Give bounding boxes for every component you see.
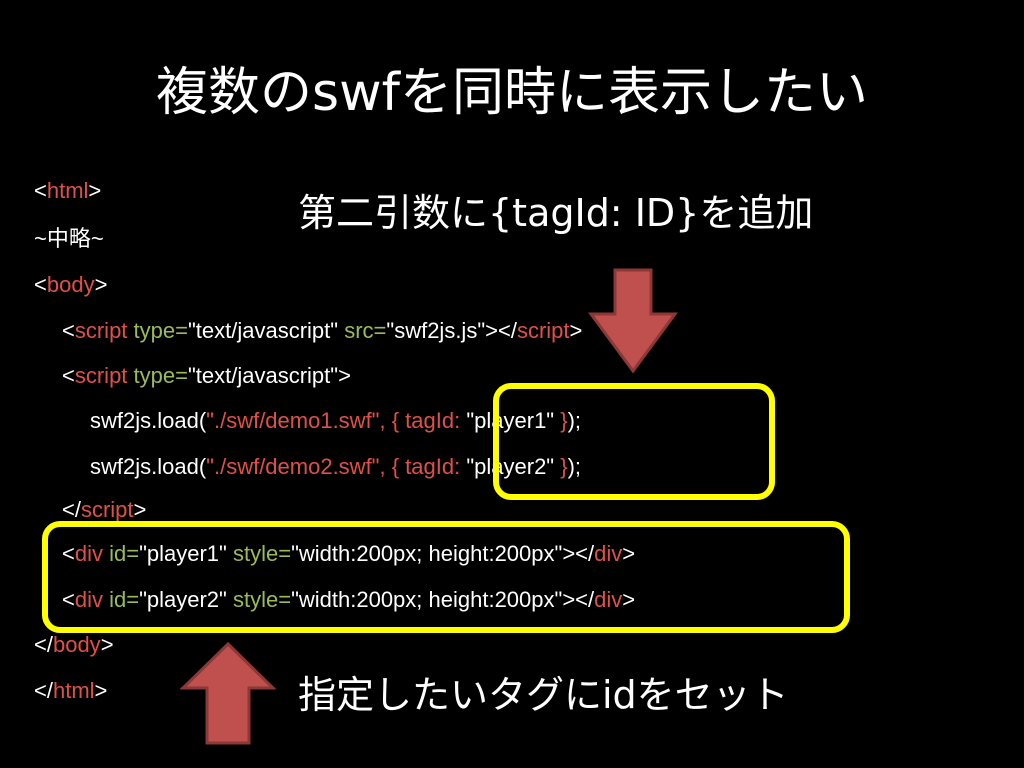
code-token: ></ [562, 587, 595, 612]
code-token: < [62, 541, 75, 566]
code-line-8: </script> [62, 495, 146, 525]
code-value: "width:200px; height:200px" [291, 541, 563, 566]
code-token: > [100, 632, 114, 657]
code-token: > [622, 587, 636, 612]
code-attr: style= [226, 541, 292, 566]
code-line-6: swf2js.load("./swf/demo1.swf", { tagId: … [90, 406, 581, 436]
code-token: ); [567, 408, 582, 433]
code-option: } [554, 454, 568, 479]
callout-bottom: 指定したいタグにidをセット [298, 673, 789, 717]
code-token: ); [567, 454, 582, 479]
highlight-box-tagid [493, 383, 775, 500]
code-value: "text/javascript" [187, 318, 339, 343]
code-token: < [34, 272, 47, 297]
code-attr: style= [226, 587, 292, 612]
code-tag: script [516, 318, 570, 343]
code-token: > [133, 497, 147, 522]
code-line-5: <script type="text/javascript"> [62, 361, 351, 391]
code-value: "player1" [466, 408, 555, 433]
code-value: "width:200px; height:200px" [291, 587, 563, 612]
code-fn: swf2js.load( [90, 454, 207, 479]
code-line-4: <script type="text/javascript" src="swf2… [62, 316, 582, 346]
code-token: > [94, 678, 108, 703]
code-tag: div [74, 587, 103, 612]
code-token: </ [34, 632, 53, 657]
code-tag: div [594, 541, 623, 566]
arrow-down-icon [588, 268, 678, 374]
code-token: < [62, 587, 75, 612]
code-token: < [34, 178, 47, 203]
code-token: > [569, 318, 583, 343]
code-tag: div [594, 587, 623, 612]
code-tag: body [46, 272, 95, 297]
code-line-10: <div id="player2" style="width:200px; he… [62, 585, 635, 615]
code-attr: type= [127, 363, 188, 388]
code-tag: div [74, 541, 103, 566]
code-attr: src= [338, 318, 387, 343]
code-token: ></ [562, 541, 595, 566]
code-tag: script [74, 363, 128, 388]
code-attr: id= [102, 587, 140, 612]
code-value: "player2" [466, 454, 555, 479]
code-value: "player1" [139, 541, 227, 566]
code-token: </ [62, 497, 81, 522]
code-option: , { tagId: [379, 454, 467, 479]
code-value: "swf2js.js"> [386, 318, 498, 343]
code-line-3: <body> [34, 270, 107, 300]
code-tag: script [74, 318, 128, 343]
code-option: } [554, 408, 568, 433]
code-line-1: <html> [34, 176, 101, 206]
code-line-9: <div id="player1" style="width:200px; he… [62, 539, 635, 569]
code-option: , { tagId: [379, 408, 467, 433]
code-token: </ [497, 318, 517, 343]
code-tag: html [46, 178, 89, 203]
highlight-box-div-ids [42, 521, 850, 633]
code-token: > [88, 178, 102, 203]
code-token: < [62, 363, 75, 388]
code-line-12: </html> [34, 676, 107, 706]
code-string: "./swf/demo1.swf" [206, 408, 380, 433]
code-tag: script [80, 497, 134, 522]
code-line-7: swf2js.load("./swf/demo2.swf", { tagId: … [90, 452, 581, 482]
code-value: "text/javascript"> [187, 363, 351, 388]
code-value: "player2" [139, 587, 227, 612]
code-attr: id= [102, 541, 140, 566]
slide-title: 複数のswfを同時に表示したい [156, 63, 868, 123]
code-attr: type= [127, 318, 188, 343]
arrow-up-icon [180, 642, 276, 745]
code-tag: html [52, 678, 95, 703]
code-token: < [62, 318, 75, 343]
code-token: > [94, 272, 108, 297]
code-line-11: </body> [34, 630, 114, 660]
callout-top: 第二引数に{tagId: ID}を追加 [298, 191, 814, 235]
code-line-2: ~中略~ [34, 226, 104, 251]
code-fn: swf2js.load( [90, 408, 207, 433]
code-token: > [622, 541, 636, 566]
code-string: "./swf/demo2.swf" [206, 454, 380, 479]
code-tag: body [52, 632, 101, 657]
code-token: </ [34, 678, 53, 703]
